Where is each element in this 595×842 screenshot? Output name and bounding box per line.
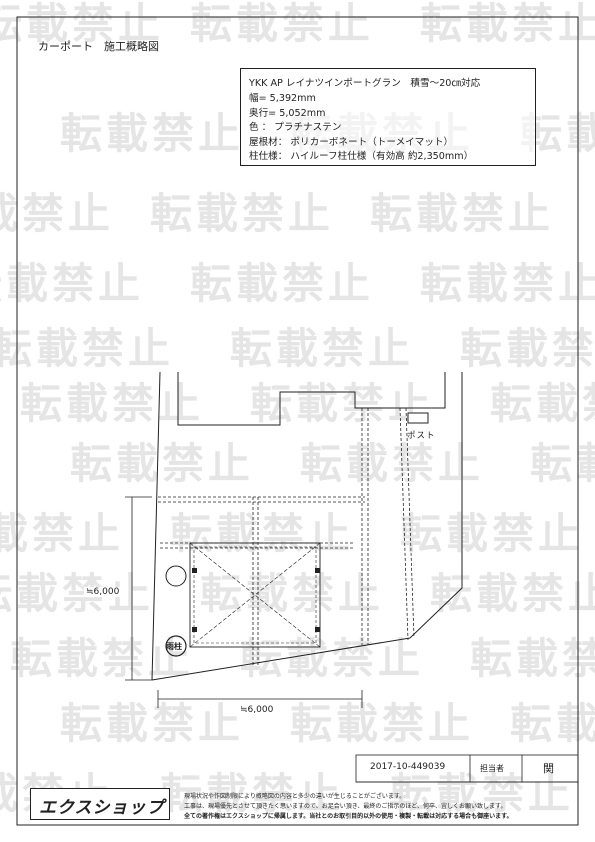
dimension-horizontal-label: ≒6,000 — [240, 705, 274, 715]
spec-pillar: 柱仕様： ハイルーフ柱仕様（有効高 約2,350mm） — [249, 151, 474, 162]
document-number: 2017-10-449039 — [370, 762, 446, 772]
footer-note: 現場状況や作図制限により概略図の内容と多少の違いが生じることがございます。 — [184, 793, 406, 800]
page-frame — [16, 16, 579, 826]
pillar-marker — [192, 627, 197, 632]
person-value: 関 — [543, 762, 554, 775]
site-boundary-front — [151, 637, 411, 681]
roof-diagonal — [189, 542, 321, 648]
logo-text: エクスショップ — [39, 798, 165, 818]
dimension-vertical-label: ≒6,000 — [84, 587, 122, 597]
spec-roof: 屋根材： ポリカーボネート（トーメイマット） — [249, 137, 454, 148]
rain-pillar-circle — [165, 635, 187, 657]
spec-box: YKK AP レイナツインポートグラン 積雪〜20㎝対応 幅= 5,392mm … — [240, 68, 536, 166]
pillar-marker — [315, 627, 320, 632]
guide-line — [405, 407, 415, 639]
rain-pillar-label: 雨柱 — [166, 642, 182, 651]
house-outline — [177, 372, 446, 426]
post-label: ポスト — [407, 431, 436, 441]
site-boundary-right — [409, 372, 463, 639]
spec-width: 幅= 5,392mm — [249, 93, 316, 104]
spec-product: YKK AP レイナツインポートグラン 積雪〜20㎝対応 — [249, 78, 481, 89]
footer-note: 全ての著作権はエクスショップに帰属します。当社とのお取引目的以外の使用・複製・転… — [184, 813, 513, 820]
carport-roof — [189, 542, 321, 648]
footer-note: 工事は、現場優先とさせて頂きたく思いますので、お足合い頂き、最終のご指示のほど、… — [184, 803, 507, 810]
post-box — [407, 412, 429, 424]
site-boundary-left — [151, 371, 161, 681]
company-logo: エクスショップ — [30, 788, 170, 820]
page-title: カーポート 施工概略図 — [38, 40, 159, 53]
guide-line — [399, 407, 409, 641]
pillar-marker — [192, 568, 197, 573]
person-label: 担当者 — [480, 764, 504, 773]
spec-color: 色 ： プラチナステン — [249, 122, 342, 133]
roof-diagonal — [189, 542, 321, 648]
existing-object-circle — [165, 565, 187, 587]
pillar-marker — [315, 568, 320, 573]
carport-roof-inner — [193, 546, 317, 644]
spec-depth: 奥行= 5,052mm — [249, 108, 326, 119]
